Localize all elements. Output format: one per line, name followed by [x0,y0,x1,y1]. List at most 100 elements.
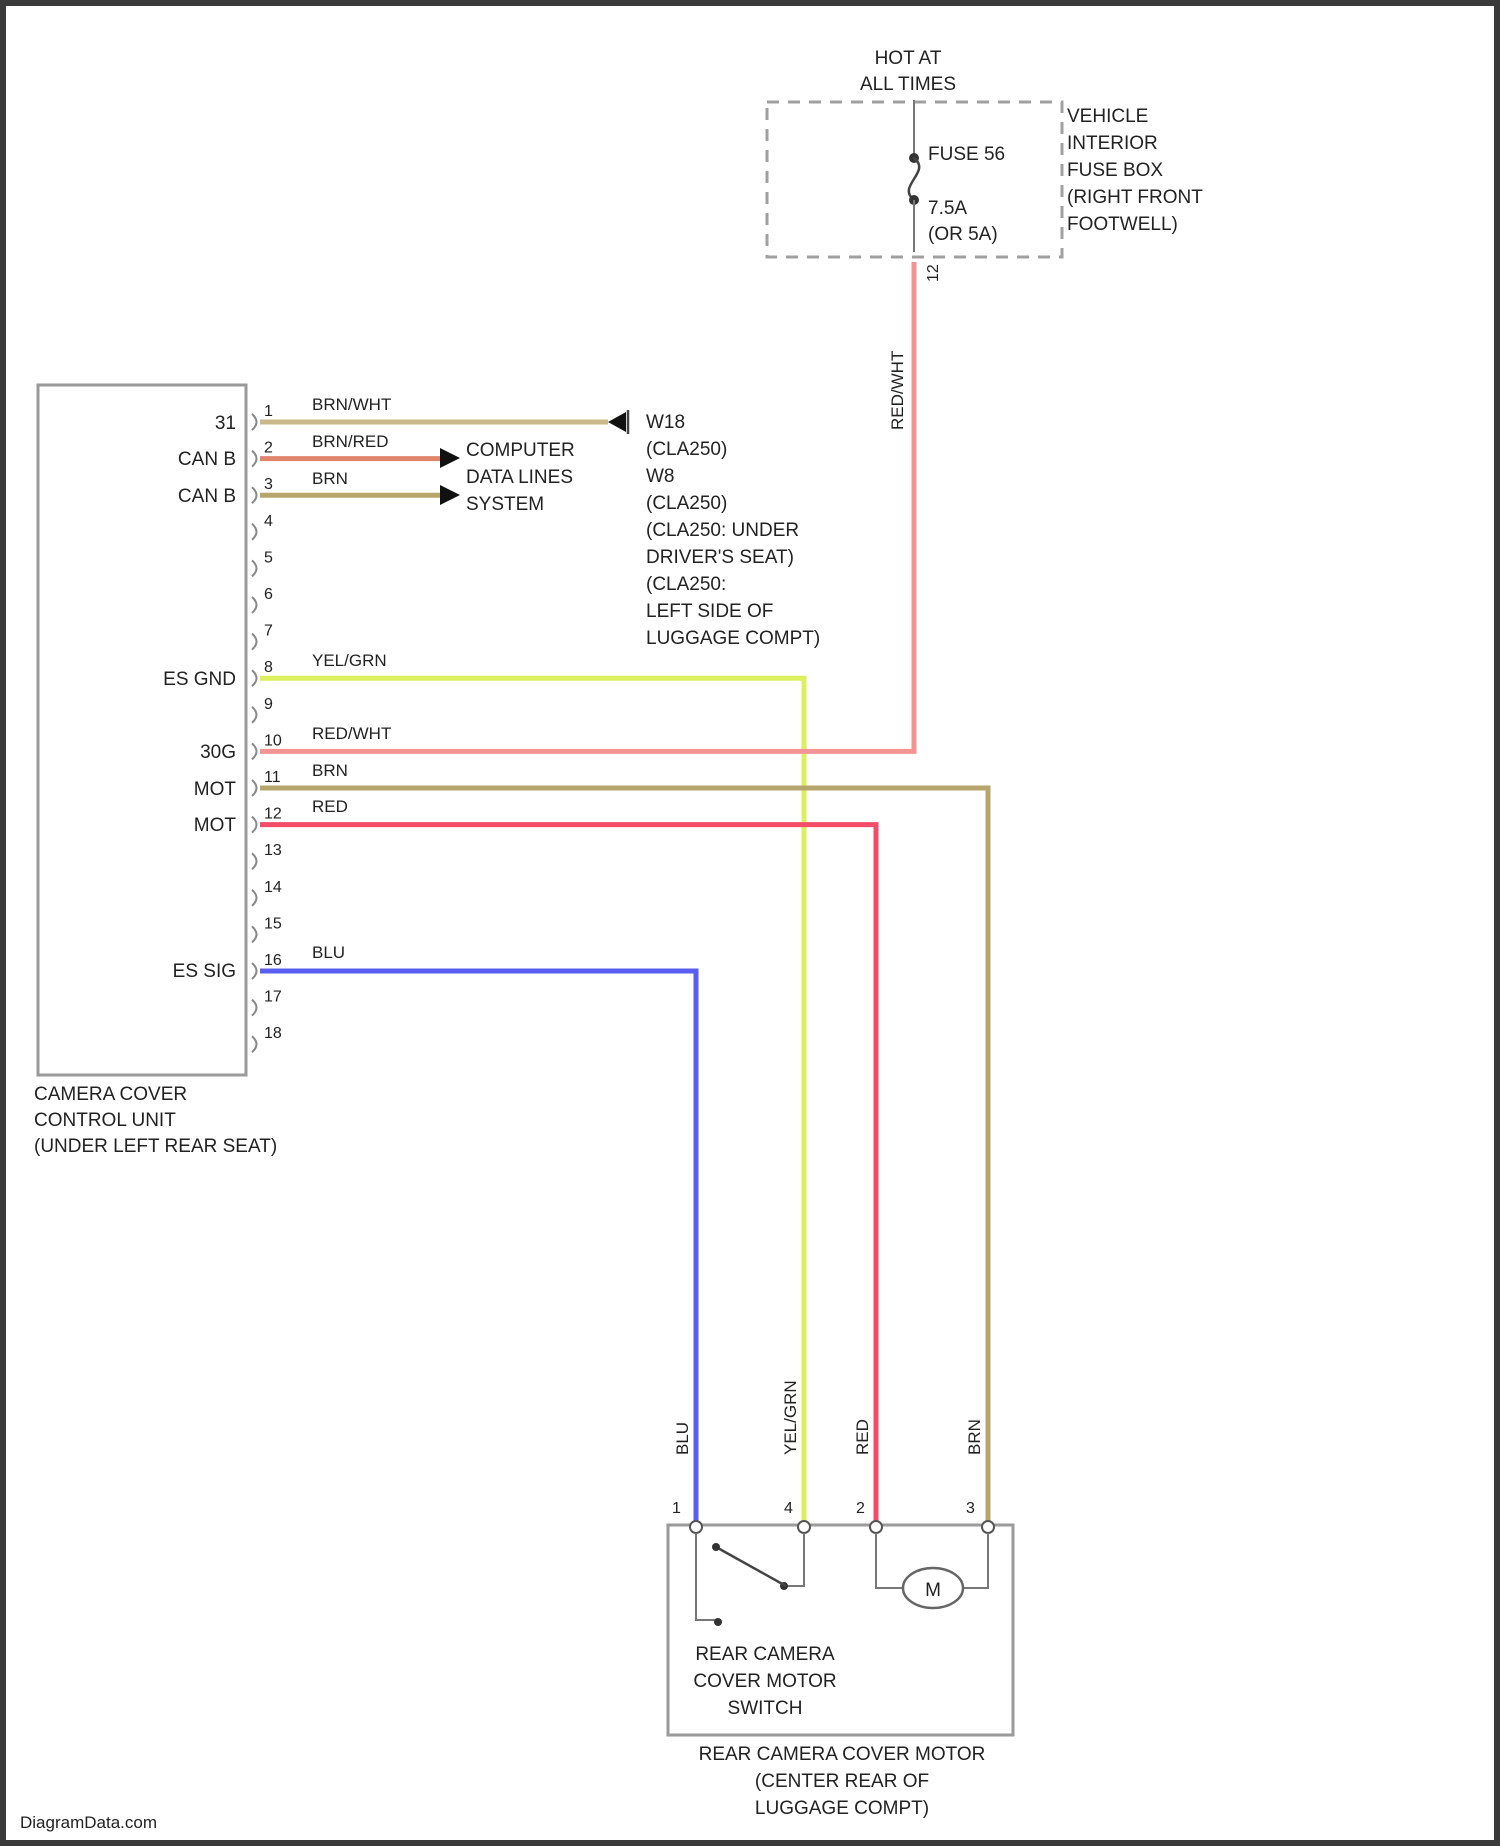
ground-line8: LEFT SIDE OF [646,601,773,622]
connector-pin-5 [252,560,257,576]
ground-line2: (CLA250) [646,439,727,460]
motor-wire-right [962,1533,988,1588]
power-source: HOT AT ALL TIMES [860,48,956,95]
pin-number: 8 [264,659,273,676]
ground-line3: W8 [646,466,675,487]
motor-name-line2: (CENTER REAR OF [755,1771,929,1792]
switch-pivot [712,1543,720,1551]
wire-label-blu: BLU [312,943,345,962]
pin-number: 13 [264,842,282,859]
signal-mot-2: MOT [194,815,237,836]
data-lines-line3: SYSTEM [466,494,544,515]
signal-mot-1: MOT [194,779,237,800]
motor-pin-3: 3 [966,1500,975,1517]
motor-terminal-4 [798,1521,810,1533]
connector-pin-11 [252,780,257,796]
data-lines-line2: DATA LINES [466,467,573,488]
motor-name-line3: LUGGAGE COMPT) [755,1798,929,1819]
control-unit-name-line3: (UNDER LEFT REAR SEAT) [34,1136,277,1157]
connector-pin-13 [252,853,257,869]
signal-es-gnd: ES GND [163,669,236,690]
switch-name-line1: REAR CAMERA [695,1644,835,1665]
pin-number: 9 [264,696,273,713]
connector-pin-9 [252,707,257,723]
switch-name-line3: SWITCH [728,1698,803,1719]
connector-pin-6 [252,597,257,613]
fuse-symbol [909,158,919,200]
motor-wire-label-yel-grn: YEL/GRN [781,1380,800,1455]
connector-pin-7 [252,634,257,650]
ground-line6: DRIVER'S SEAT) [646,547,794,568]
motor-symbol: M [925,1580,941,1601]
pin-number: 7 [264,623,273,640]
ground-line7: (CLA250: [646,574,726,595]
wire-brn-mot [260,788,988,1521]
connector-pin-2 [252,451,257,467]
wire-label-brn-wht: BRN/WHT [312,395,391,414]
pin-number: 12 [264,806,282,823]
motor-pin-4: 4 [784,1500,793,1517]
signal-30g: 30G [200,742,236,763]
motor-name-line1: REAR CAMERA COVER MOTOR [699,1744,986,1765]
footer-watermark: DiagramData.com [20,1813,157,1832]
pin-number: 3 [264,476,273,493]
ground-line9: LUGGAGE COMPT) [646,628,820,649]
pin-number: 1 [264,403,273,420]
motor-terminal-1 [690,1521,702,1533]
fusebox-line4: (RIGHT FRONT [1067,187,1203,208]
wire-blu-es-sig [260,971,696,1521]
pin-number: 2 [264,440,273,457]
wire-label-yel-grn: YEL/GRN [312,651,387,670]
connector-pin-10 [252,743,257,759]
motor-assembly-box [668,1525,1013,1735]
motor-label: REAR CAMERA COVER MOTOR (CENTER REAR OF … [699,1744,986,1819]
pin-number: 17 [264,989,282,1006]
ground-line4: (CLA250) [646,493,727,514]
wire-label-brn-red: BRN/RED [312,432,389,451]
ground-label: W18 (CLA250) W8 (CLA250) (CLA250: UNDER … [646,412,820,649]
pin-number: 18 [264,1025,282,1042]
connector-pin-17 [252,1000,257,1016]
switch-label: REAR CAMERA COVER MOTOR SWITCH [693,1644,836,1719]
fuse-rating: 7.5A [928,198,967,219]
connector-pin-16 [252,963,257,979]
connector-pin-14 [252,890,257,906]
hot-label-line1: HOT AT [875,48,942,69]
data-lines-label: COMPUTER DATA LINES SYSTEM [466,440,575,515]
fusebox-line1: VEHICLE [1067,106,1148,127]
wire-label-red-mot: RED [312,797,348,816]
switch-contact-1 [714,1618,722,1626]
fusebox-pin-number: 12 [925,264,942,282]
connector-pin-3 [252,487,257,503]
fusebox-line3: FUSE BOX [1067,160,1163,181]
pin-number: 5 [264,549,273,566]
switch-blade-icon [716,1547,786,1586]
pin-number: 10 [264,732,282,749]
ground-line5: (CLA250: UNDER [646,520,799,541]
control-unit-name-line1: CAMERA COVER [34,1084,187,1105]
pin-number: 6 [264,586,273,603]
wire-label-brn: BRN [312,469,348,488]
connector-pin-8 [252,670,257,686]
ground-arrow-icon [608,412,626,432]
pin-number: 4 [264,513,273,530]
motor-pin-1: 1 [672,1500,681,1517]
ground-line1: W18 [646,412,685,433]
pin-number: 15 [264,915,282,932]
signal-es-sig: ES SIG [173,961,236,982]
hot-label-line2: ALL TIMES [860,74,956,95]
fusebox-line5: FOOTWELL) [1067,214,1178,235]
fuse-box-label: VEHICLE INTERIOR FUSE BOX (RIGHT FRONT F… [1067,106,1203,235]
connector-pin-1 [252,414,257,430]
motor-wire-left [876,1533,904,1588]
control-unit-name-line2: CONTROL UNIT [34,1110,176,1131]
motor-terminal-3 [982,1521,994,1533]
pin-number: 11 [264,769,281,786]
signal-can-b-2: CAN B [178,486,236,507]
motor-terminal-2 [870,1521,882,1533]
connector-pin-15 [252,926,257,942]
fusebox-line2: INTERIOR [1067,133,1158,154]
can-arrow-icon-2 [440,485,460,505]
control-unit-label: CAMERA COVER CONTROL UNIT (UNDER LEFT RE… [34,1084,277,1157]
